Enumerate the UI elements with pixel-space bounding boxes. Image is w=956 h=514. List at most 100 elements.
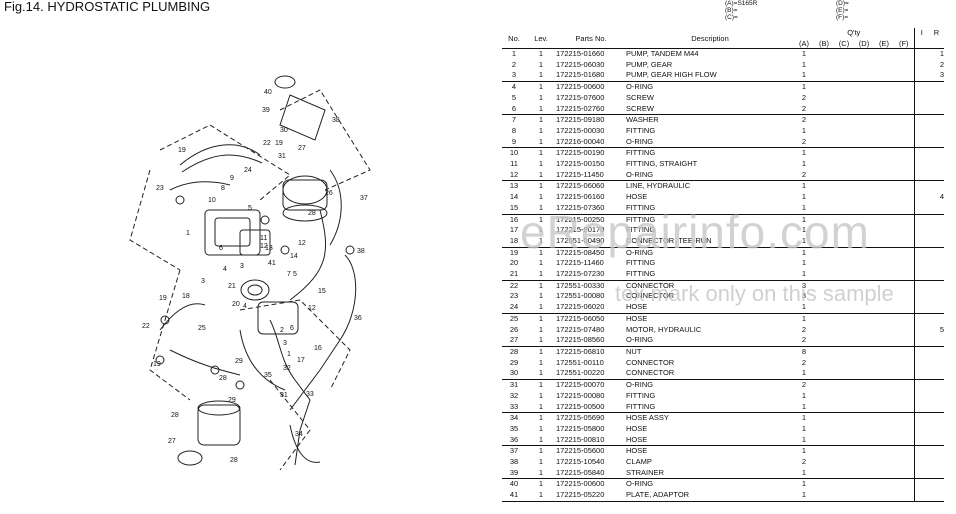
row-qty-a: 1 — [801, 269, 807, 279]
row-qty-b — [814, 246, 834, 259]
row-qty-e — [874, 137, 894, 148]
row-qty-e — [874, 192, 894, 203]
row-qty-c — [834, 391, 854, 402]
svg-text:14: 14 — [290, 253, 298, 260]
row-lev: 1 — [538, 401, 544, 411]
svg-text:5: 5 — [248, 205, 252, 212]
row-qty-a: 3 — [794, 279, 814, 292]
row-description: PUMP, TANDEM M44 — [626, 47, 794, 60]
row-part-no: 172215-00810 — [556, 434, 605, 444]
row-i — [913, 202, 930, 215]
row-no: 38 — [509, 457, 519, 467]
row-part-no: 172215-08560 — [556, 335, 605, 345]
row-no: 15 — [509, 202, 519, 212]
row-qty-d — [854, 424, 874, 435]
svg-text:32: 32 — [283, 365, 291, 372]
row-qty-b — [814, 368, 834, 379]
row-qty-d — [854, 435, 874, 446]
row-qty-e — [874, 47, 894, 60]
row-no: 6 — [511, 103, 517, 113]
row-description: O-RING — [626, 335, 654, 345]
row-qty-b — [814, 279, 834, 292]
row-part-no: 172215-07600 — [556, 92, 605, 102]
svg-text:12: 12 — [308, 305, 316, 312]
row-qty-d — [854, 126, 874, 137]
row-i — [913, 125, 930, 137]
row-part-no: 172215-11450 — [556, 169, 604, 179]
row-qty-c — [834, 213, 854, 226]
row-qty-d — [854, 312, 874, 325]
row-qty-f — [894, 213, 915, 226]
row-qty-a: 1 — [801, 159, 807, 169]
row-part-no: 172551-00110 — [556, 357, 604, 367]
row-description: FITTING — [626, 401, 656, 411]
svg-text:31: 31 — [278, 153, 286, 160]
row-qty-d — [854, 279, 874, 292]
row-qty-a: 2 — [801, 169, 807, 179]
row-qty-f — [894, 379, 915, 391]
row-qty-e — [874, 93, 894, 104]
row-qty-c — [834, 47, 854, 60]
row-qty-b — [814, 478, 834, 491]
row-qty-c — [834, 478, 854, 491]
svg-text:40: 40 — [264, 89, 272, 96]
row-qty-a: 1 — [794, 412, 814, 424]
row-qty-b — [814, 335, 834, 346]
row-no: 4 — [502, 81, 526, 93]
row-qty-b — [814, 325, 834, 336]
row-qty-c — [834, 291, 854, 302]
row-qty-c — [834, 246, 854, 259]
row-qty-d — [854, 203, 874, 214]
row-i — [913, 412, 930, 424]
svg-text:38: 38 — [332, 117, 340, 124]
model-f: (F)= — [836, 14, 849, 21]
row-qty-c — [834, 258, 854, 269]
row-r: 5 — [939, 324, 945, 334]
svg-text:12: 12 — [298, 240, 306, 247]
row-part-no: 172215-05800 — [556, 423, 605, 433]
svg-text:37: 37 — [360, 195, 368, 202]
row-qty-a: 3 — [801, 291, 807, 301]
row-qty-d — [854, 291, 874, 302]
row-i — [913, 302, 930, 314]
row-no: 31 — [502, 379, 526, 391]
row-part-no: 172551-00220 — [556, 368, 605, 378]
row-part-no: 172215-06020 — [556, 302, 605, 312]
row-qty-b — [814, 70, 834, 81]
header-qty-d: (D) — [854, 39, 874, 49]
row-qty-b — [814, 269, 834, 280]
row-r — [929, 402, 944, 413]
row-no: 27 — [509, 335, 519, 345]
row-qty-f — [894, 137, 914, 148]
row-qty-d — [854, 246, 874, 259]
row-qty-a: 1 — [794, 445, 814, 458]
row-r: 1 — [929, 47, 945, 60]
row-qty-c — [834, 114, 854, 126]
row-lev: 1 — [526, 379, 556, 391]
header-qty-b: (B) — [814, 39, 834, 49]
row-part-no: 172215-01660 — [556, 47, 626, 60]
row-qty-d — [854, 104, 874, 115]
row-description: WASHER — [626, 114, 794, 126]
row-qty-b — [814, 435, 834, 446]
row-description: MOTOR, HYDRAULIC — [626, 324, 702, 334]
row-qty-a: 1 — [801, 202, 807, 212]
row-qty-b — [814, 180, 834, 193]
row-qty-c — [834, 345, 854, 358]
svg-text:39: 39 — [262, 107, 270, 114]
row-qty-b — [814, 312, 834, 325]
row-lev: 1 — [538, 159, 544, 169]
row-qty-a: 1 — [794, 47, 814, 60]
row-qty-f — [894, 70, 914, 81]
svg-text:28: 28 — [219, 375, 227, 382]
row-qty-a: 1 — [801, 434, 807, 444]
row-no: 23 — [509, 291, 519, 301]
